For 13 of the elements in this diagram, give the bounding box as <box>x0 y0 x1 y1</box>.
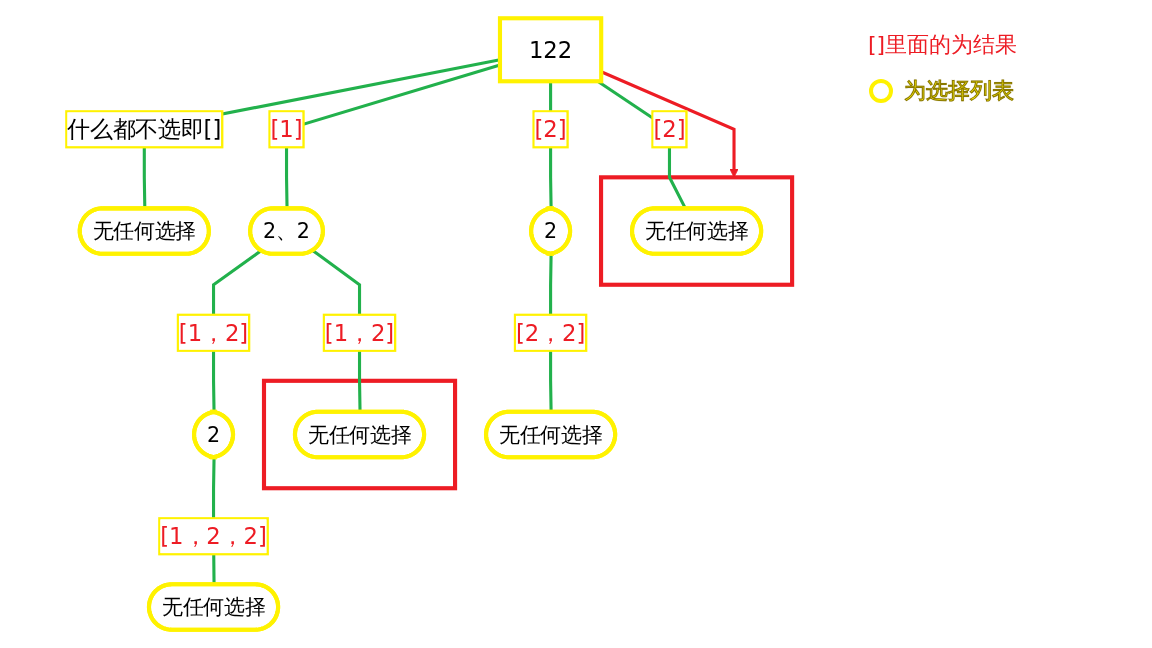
edge-label: [1，2] <box>325 319 395 346</box>
edge-label: [2] <box>653 116 686 143</box>
legend-text: 为选择列表 <box>904 77 1014 105</box>
edge-label: [1，2，2] <box>160 523 268 550</box>
edge-label: [2] <box>534 116 567 143</box>
cluster <box>599 175 795 287</box>
edge-label: [2，2] <box>516 319 586 346</box>
cluster <box>262 378 458 491</box>
edge-label: [1，2] <box>179 319 249 346</box>
legend-text: []里面的为结果 <box>868 31 1018 59</box>
edge-label: 什么都不选即[] <box>67 116 222 143</box>
node-box: 122 <box>498 16 604 84</box>
edge-label: [1] <box>270 116 303 143</box>
